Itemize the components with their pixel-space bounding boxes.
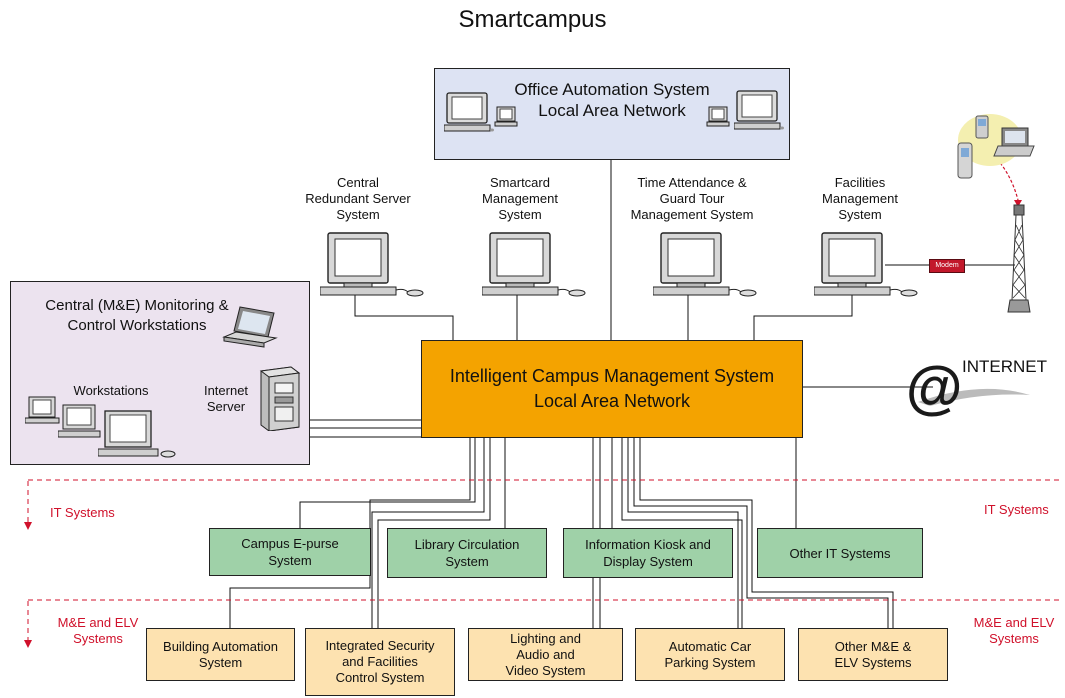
- me-elv-label-line: Systems: [73, 631, 123, 646]
- it-system-label: System: [268, 553, 312, 568]
- icms-box: Intelligent Campus Management System Loc…: [421, 340, 803, 438]
- me-elv-label-line: M&E and ELV: [57, 615, 139, 630]
- computer-icon: [98, 410, 176, 458]
- me-system-label: Control System: [335, 670, 425, 685]
- computer-icon: [58, 404, 101, 438]
- me-system-box: Lighting and Audio and Video System: [468, 628, 623, 681]
- it-system-box: Other IT Systems: [757, 528, 923, 578]
- page-title: Smartcampus: [458, 6, 607, 33]
- office-automation-title: Office Automation System: [514, 80, 710, 99]
- time-attendance-label-line: Management System: [630, 207, 754, 222]
- internet-server-label: Internet Server: [196, 383, 256, 415]
- central-monitoring-title-line: Central (M&E) Monitoring &: [45, 297, 229, 314]
- me-elv-label-line: Systems: [989, 631, 1039, 646]
- me-system-label: Lighting and: [510, 630, 581, 646]
- me-system-label: Integrated Security: [325, 638, 435, 653]
- me-system-box: Integrated Security and Facilities Contr…: [305, 628, 455, 696]
- me-system-label: ELV Systems: [834, 654, 912, 670]
- computer-icon: [320, 232, 424, 297]
- me-system-box: Automatic Car Parking System: [635, 628, 785, 681]
- icms-subtitle: Local Area Network: [533, 391, 691, 411]
- me-system-label: System: [198, 654, 243, 670]
- smartcard-label-line: Smartcard: [490, 175, 550, 190]
- computer-icon: [444, 92, 494, 132]
- computer-icon: [25, 396, 60, 424]
- it-system-label: System: [445, 554, 489, 569]
- me-elv-label-left: M&E and ELV Systems: [48, 615, 148, 647]
- time-attendance-label: Time Attendance & Guard Tour Management …: [612, 175, 772, 223]
- smartcard-label-line: Management: [482, 191, 558, 206]
- svg-text:@: @: [905, 356, 962, 421]
- central-server-label-line: Central: [337, 175, 379, 190]
- it-system-label: Campus E-purse: [241, 536, 339, 551]
- it-system-box: Library Circulation System: [387, 528, 547, 578]
- it-system-label: Display System: [603, 554, 693, 569]
- facilities-label-line: System: [838, 207, 882, 222]
- icms-title: Intelligent Campus Management System: [449, 366, 775, 386]
- central-monitoring-title: Central (M&E) Monitoring & Control Works…: [22, 296, 252, 336]
- it-system-label: Information Kiosk and: [585, 537, 711, 552]
- central-server-label-line: Redundant Server: [305, 191, 411, 206]
- it-system-label: Other IT Systems: [789, 545, 891, 561]
- facilities-label-line: Facilities: [834, 175, 886, 190]
- me-system-box: Other M&E & ELV Systems: [798, 628, 948, 681]
- smartcard-label-line: System: [498, 207, 542, 222]
- time-attendance-label-line: Time Attendance &: [637, 175, 747, 190]
- office-automation-box: Office Automation System Local Area Netw…: [434, 68, 790, 160]
- computer-icon: [734, 90, 784, 130]
- me-system-label: Video System: [505, 662, 586, 678]
- me-system-label: Automatic Car: [668, 638, 752, 654]
- mobile-devices-icon: [957, 114, 1035, 179]
- internet-at-icon: @: [905, 356, 1030, 421]
- it-system-box: Information Kiosk and Display System: [563, 528, 733, 578]
- computer-icon: [814, 232, 918, 297]
- time-attendance-label-line: Guard Tour: [659, 191, 725, 206]
- facilities-label: Facilities Management System: [790, 175, 930, 223]
- it-system-label: Library Circulation: [414, 537, 520, 552]
- laptop-icon: [222, 306, 278, 348]
- modem-box: Modem: [929, 259, 965, 273]
- computer-icon: [706, 106, 730, 127]
- it-system-box: Campus E-purse System: [209, 528, 371, 576]
- central-monitoring-title-line: Control Workstations: [67, 317, 207, 334]
- me-elv-label-right: M&E and ELV Systems: [960, 615, 1065, 647]
- it-systems-label-right: IT Systems: [984, 502, 1049, 517]
- smartcard-label: Smartcard Management System: [452, 175, 588, 223]
- computer-icon: [494, 106, 518, 127]
- me-system-box: Building Automation System: [146, 628, 295, 681]
- computer-icon: [653, 232, 757, 297]
- me-system-label: Building Automation: [163, 638, 278, 654]
- me-system-label: Audio and: [516, 646, 575, 662]
- server-icon: [259, 366, 301, 431]
- workstations-label: Workstations: [73, 383, 149, 398]
- me-system-label: Other M&E &: [834, 638, 912, 654]
- me-elv-label-line: M&E and ELV: [973, 615, 1055, 630]
- me-system-label: and Facilities: [342, 654, 418, 669]
- central-server-label-line: System: [336, 207, 380, 222]
- internet-server-label-line: Server: [206, 399, 246, 414]
- facilities-label-line: Management: [822, 191, 898, 206]
- internet-label: INTERNET: [962, 357, 1047, 376]
- radio-tower-icon: [1007, 204, 1031, 313]
- internet-server-label-line: Internet: [203, 383, 249, 398]
- office-automation-subtitle: Local Area Network: [538, 101, 686, 120]
- computer-icon: [482, 232, 586, 297]
- central-server-label: Central Redundant Server System: [288, 175, 428, 223]
- it-systems-label-left: IT Systems: [50, 505, 115, 520]
- me-system-label: Parking System: [664, 654, 756, 670]
